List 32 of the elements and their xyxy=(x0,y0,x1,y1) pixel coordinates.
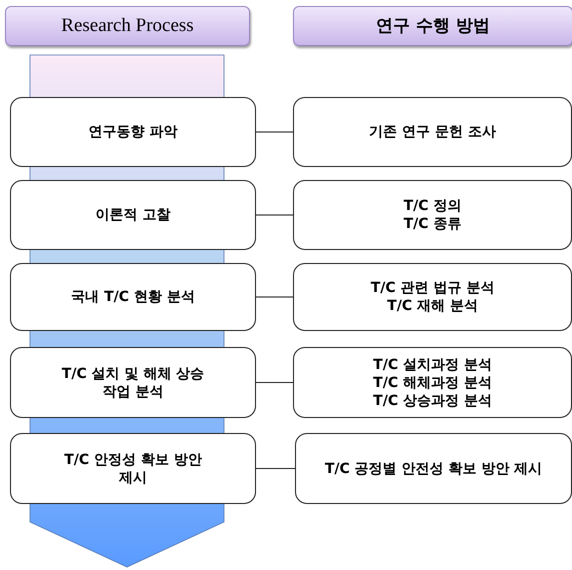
method-box xyxy=(295,433,572,504)
box-text: T/C 해체과정 분석 xyxy=(373,374,492,392)
box-text: T/C 정의 xyxy=(404,197,462,215)
box-text: T/C 관련 법규 분석 xyxy=(370,279,494,297)
header-banner xyxy=(5,6,250,46)
box-text: 기존 연구 문헌 조사 xyxy=(369,123,496,141)
box-text: T/C 설치 및 해체 상승 작업 분석 xyxy=(60,364,206,400)
box-text: T/C 설치과정 분석 xyxy=(373,356,492,374)
box-text: T/C 재해 분석 xyxy=(387,297,478,315)
box-text: 국내 T/C 현황 분석 xyxy=(71,288,195,306)
connector-line xyxy=(256,382,294,383)
header-banner xyxy=(293,6,572,46)
process-box xyxy=(10,180,256,250)
connector-line xyxy=(256,296,294,298)
process-box xyxy=(10,263,256,331)
box-text: T/C 안정성 확보 방안 제시 xyxy=(63,450,203,486)
process-box xyxy=(10,347,256,418)
header-text: 연구 수행 방법 xyxy=(376,17,490,35)
box-text: T/C 공정별 안전성 확보 방안 제시 xyxy=(324,460,542,478)
method-box xyxy=(293,263,572,331)
process-box xyxy=(10,97,256,167)
box-text: T/C 종류 xyxy=(404,215,462,233)
method-box xyxy=(293,97,572,167)
box-text: 이론적 고찰 xyxy=(96,206,170,224)
header-text: Research Process xyxy=(61,15,194,37)
box-text: T/C 상승과정 분석 xyxy=(373,392,492,410)
connector-line xyxy=(256,214,294,216)
method-box xyxy=(293,180,572,250)
box-text: 연구동향 파악 xyxy=(88,123,178,141)
process-box xyxy=(10,433,256,504)
connector-line xyxy=(256,468,296,469)
method-box xyxy=(293,347,572,418)
